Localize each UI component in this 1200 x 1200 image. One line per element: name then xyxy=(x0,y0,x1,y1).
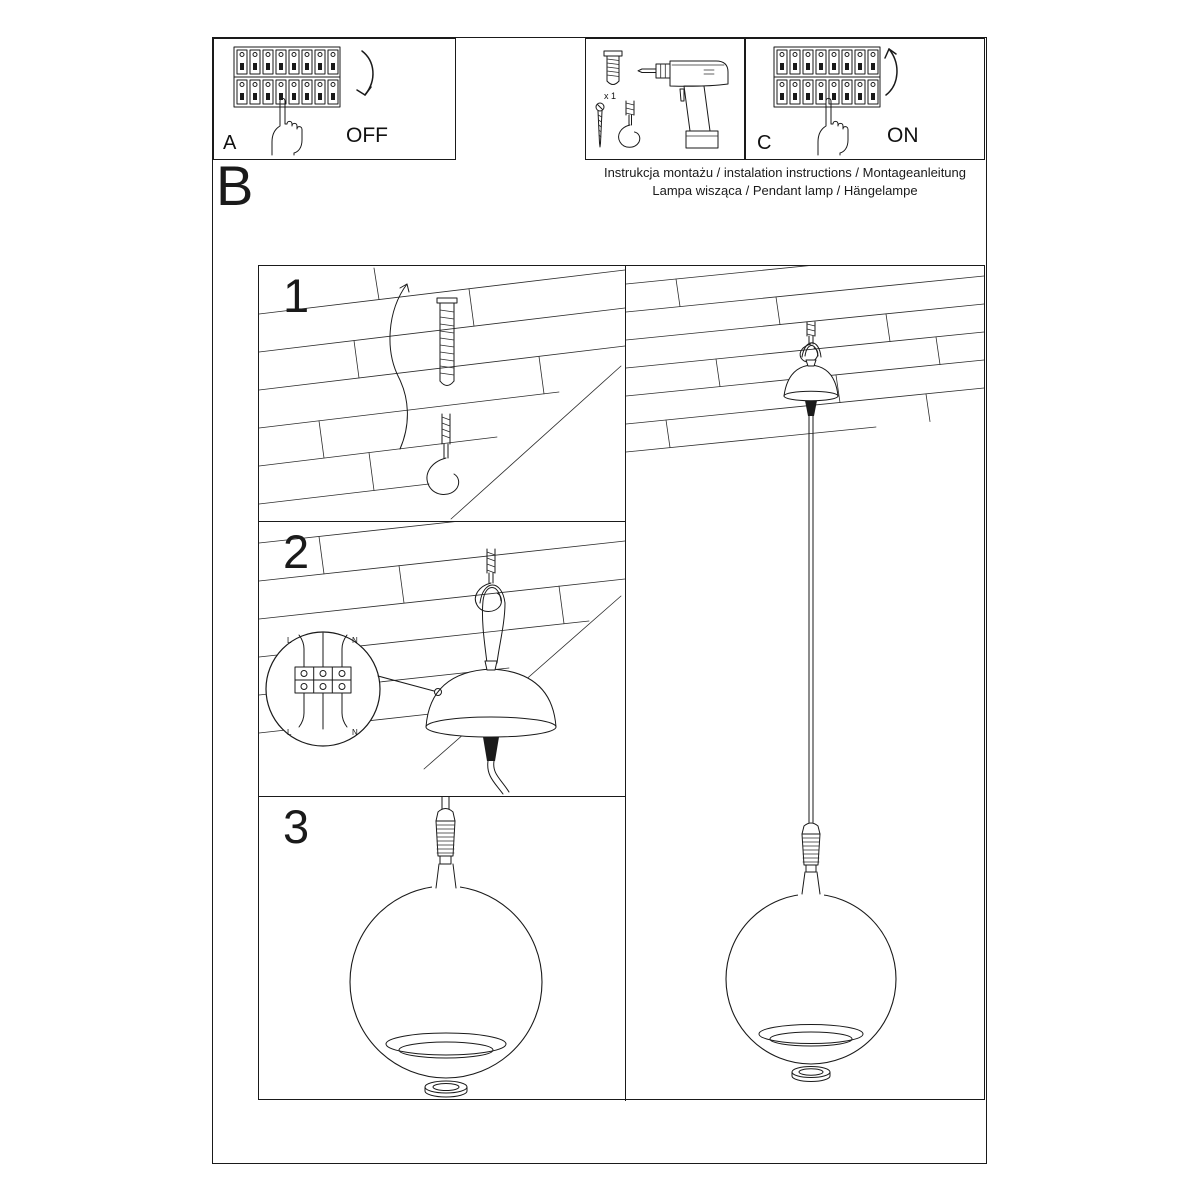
assembly-steps-area: L N L N xyxy=(258,265,985,1101)
title-line-1: Instrukcja montażu / instalation instruc… xyxy=(603,165,967,180)
installed-hook-drawing xyxy=(799,321,822,363)
sphere-neck-gap xyxy=(798,888,824,900)
title-line-2: Lampa wisząca / Pendant lamp / Hängelamp… xyxy=(652,183,918,198)
tools-drawing: x 1 xyxy=(595,50,729,149)
finished-lamp-drawing xyxy=(626,266,984,1082)
section-b-label: B xyxy=(216,154,254,217)
insertion-curve-arrow xyxy=(389,283,410,450)
power-off-drawing: OFF A xyxy=(223,46,388,156)
pointing-hand-icon xyxy=(271,97,303,156)
manual-title: Instrukcja montażu / instalation instruc… xyxy=(585,164,985,200)
sphere-bottom-opening xyxy=(385,1032,507,1059)
pendant-cable xyxy=(808,415,814,827)
retaining-ring-drawing xyxy=(424,1080,468,1098)
canopy-drawing xyxy=(783,359,839,416)
step-divider-2 xyxy=(259,796,625,797)
step-a-power-off-box: OFF A xyxy=(213,38,456,160)
wall-plug-icon xyxy=(603,50,623,85)
sphere-neck-gap xyxy=(432,879,460,892)
wall-anchor-drawing xyxy=(436,297,458,386)
glass-sphere-outline xyxy=(725,893,897,1065)
wire-label-n-bottom: N xyxy=(352,728,358,737)
power-on-drawing: ON C xyxy=(757,46,919,156)
screw-icon xyxy=(595,102,605,148)
circuit-breaker-panel xyxy=(773,46,881,108)
step1-number: 1 xyxy=(283,269,310,322)
circuit-breaker-panel xyxy=(233,46,341,108)
drill-icon xyxy=(637,60,729,149)
step2-drawing: L N L N xyxy=(259,521,625,795)
switch-on-arrow-icon xyxy=(884,48,898,96)
off-label: OFF xyxy=(346,124,388,147)
lamp-socket-drawing xyxy=(801,822,821,895)
step1-drawing xyxy=(259,267,625,520)
ceiling-hook-icon xyxy=(618,100,641,148)
step3-drawing xyxy=(349,796,543,1098)
on-label: ON xyxy=(887,124,919,147)
ceiling-planks xyxy=(259,267,625,520)
glass-sphere-outline xyxy=(349,885,543,1079)
box-a-corner-label: A xyxy=(223,132,237,154)
anchor-count-label: x 1 xyxy=(604,91,616,101)
wire-label-n-top: N xyxy=(352,636,358,645)
wire-label-l-bottom: L xyxy=(287,728,292,737)
canopy-drawing xyxy=(425,660,557,795)
step-divider-1 xyxy=(259,521,625,522)
wire-label-l-top: L xyxy=(287,636,292,645)
step3-number: 3 xyxy=(283,800,310,853)
panel-divider-vertical xyxy=(625,266,626,1101)
sphere-bottom-opening xyxy=(758,1024,864,1047)
retaining-ring-drawing xyxy=(791,1066,831,1082)
hook-screw-drawing xyxy=(426,413,460,495)
step-c-power-on-box: ON C xyxy=(745,38,985,160)
pointing-hand-icon xyxy=(817,97,849,156)
terminal-block-detail: L N L N xyxy=(265,631,442,747)
lamp-socket-drawing xyxy=(435,808,457,889)
sheet-border xyxy=(212,37,987,1164)
switch-off-arrow-icon xyxy=(356,50,374,96)
tools-required-box: x 1 xyxy=(585,38,745,160)
step2-number: 2 xyxy=(283,525,310,578)
cable-loop-on-hook xyxy=(479,584,506,664)
ceiling-planks xyxy=(626,266,984,453)
installed-hook-drawing xyxy=(474,548,502,612)
box-c-corner-label: C xyxy=(757,132,771,154)
